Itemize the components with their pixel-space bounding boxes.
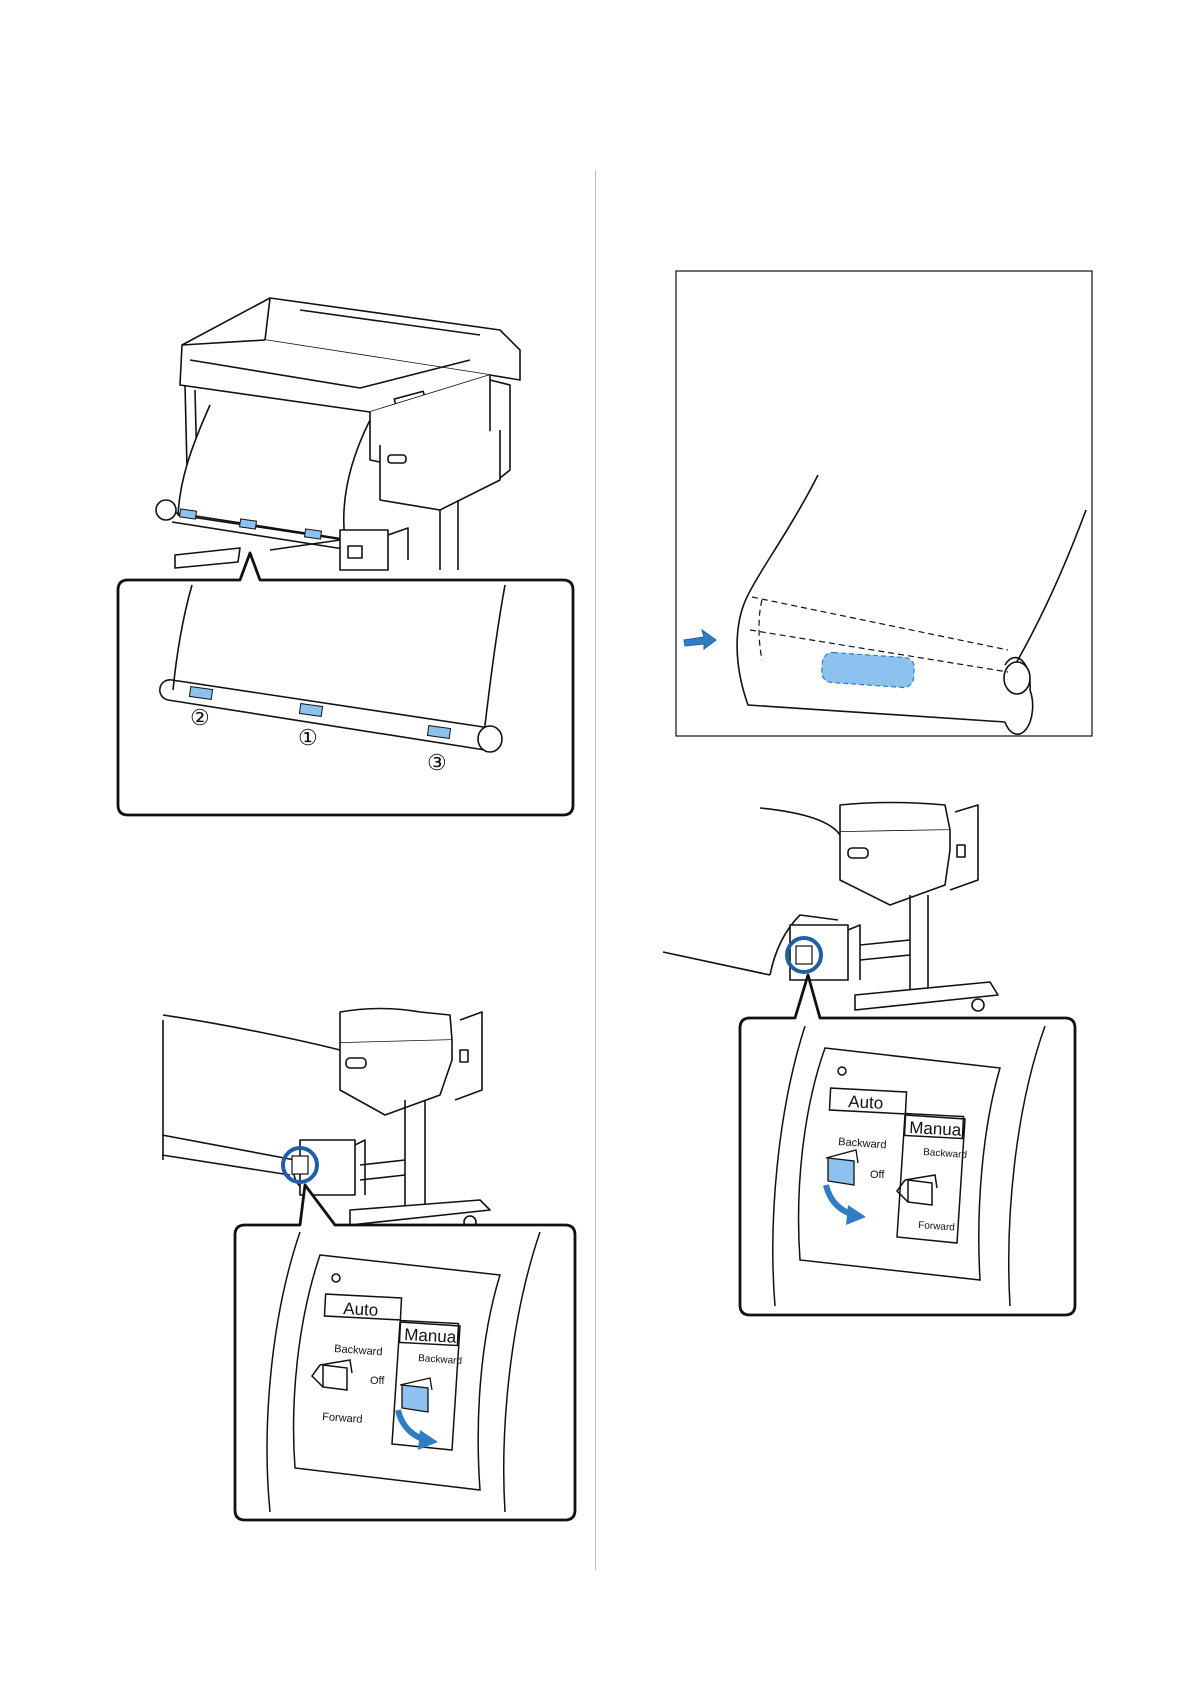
manual-label-2: Manual [909,1118,966,1140]
off-label-2: Off [870,1169,885,1181]
auto-label-2: Auto [848,1092,884,1113]
